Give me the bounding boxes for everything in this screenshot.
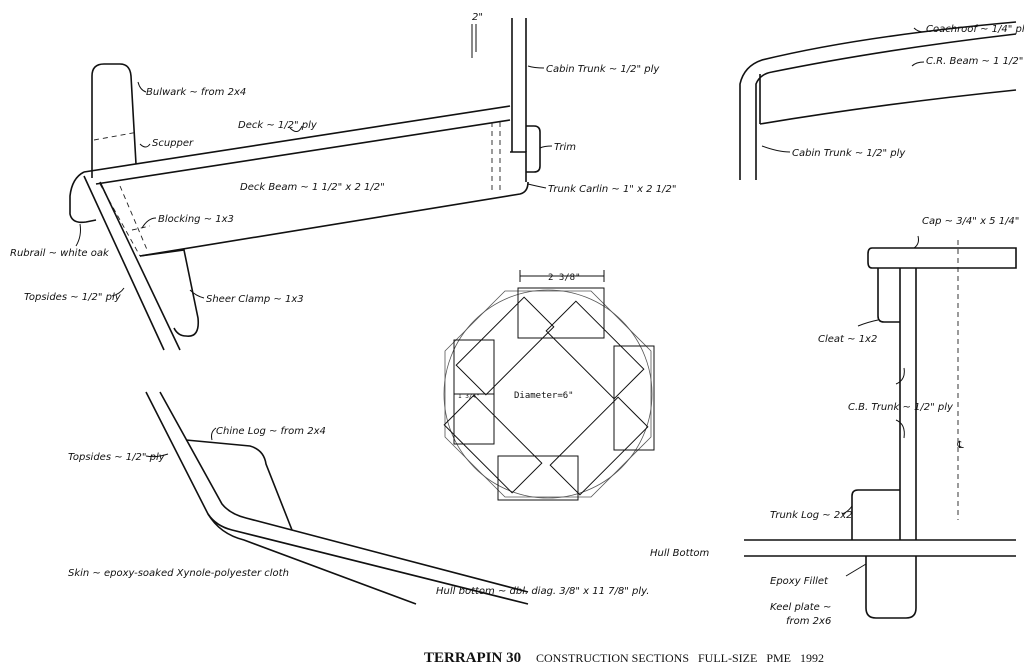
- mast-stave-dim: 1 3/4": [458, 393, 480, 400]
- mast-diameter-circle: [443, 289, 653, 499]
- topsides-label-top: Topsides ~ 1/2" ply: [24, 292, 122, 303]
- deck-beam-label: Deck Beam ~ 1 1/2" x 2 1/2": [240, 182, 385, 193]
- deck-beam-outline: [139, 181, 529, 257]
- coachroof-label: Coachroof ~ 1/4" ply: [926, 24, 1024, 35]
- cabin-trunk-label: Cabin Trunk ~ 1/2" ply: [546, 64, 660, 75]
- cb-trunk-label: C.B. Trunk ~ 1/2" ply: [848, 402, 954, 413]
- stave: [443, 394, 543, 494]
- keel-plate-label-2: from 2x6: [786, 616, 831, 627]
- bulwark-label: Bulwark ~ from 2x4: [146, 87, 246, 98]
- sheer-clamp-outline: [139, 249, 200, 337]
- tick-label: 2": [472, 12, 483, 23]
- rubrail-label: Rubrail ~ white oak: [10, 248, 110, 259]
- stave: [517, 287, 605, 339]
- trunk-carlin-label: Trunk Carlin ~ 1" x 2 1/2": [548, 184, 676, 195]
- trunk-log-outline: [851, 489, 900, 540]
- sheer-clamp-label: Sheer Clamp ~ 1x3: [206, 294, 304, 305]
- skin-label: Skin ~ epoxy-soaked Xynole-polyester clo…: [68, 568, 289, 579]
- cleat-outline: [877, 268, 900, 323]
- drawing-subtitle: CONSTRUCTION SECTIONS FULL-SIZE PME 1992: [536, 651, 824, 665]
- mast-octagon: [444, 290, 652, 498]
- cr-beam-label: C.R. Beam ~ 1 1/2": [926, 56, 1023, 67]
- stave: [545, 300, 645, 400]
- chine-log-outline: [185, 439, 293, 531]
- stave: [455, 296, 555, 396]
- keel-plate-label-1: Keel plate ~: [770, 602, 831, 613]
- leaders-top-left: [75, 65, 553, 299]
- mast-width-dim: 2 3/8": [548, 273, 581, 283]
- stave: [453, 339, 495, 445]
- rubrail-outline: [69, 171, 97, 224]
- cap-outline: [867, 247, 1017, 269]
- hull-bottom-outline: [207, 513, 417, 605]
- chine-section: [145, 391, 529, 605]
- stave: [497, 455, 579, 501]
- scupper-dash: [93, 131, 139, 141]
- trim-outline: [526, 125, 541, 173]
- trim-label: Trim: [554, 142, 576, 153]
- blocking-dash: [119, 185, 149, 253]
- drawing-title: TERRAPIN 30: [424, 650, 521, 666]
- hull-bottom-label: Hull Bottom: [650, 548, 710, 559]
- cabin-trunk-right-label: Cabin Trunk ~ 1/2" ply: [792, 148, 906, 159]
- epoxy-fillet-label: Epoxy Fillet: [770, 576, 829, 587]
- deck-outline: [83, 105, 511, 173]
- mast-section: [443, 270, 655, 501]
- keel-plate-outline: [865, 556, 917, 619]
- cap-label: Cap ~ 3/4" x 5 1/4": [922, 216, 1019, 227]
- hull-bottom-note: Hull bottom ~ dbl. diag. 3/8" x 11 7/8" …: [436, 586, 649, 597]
- chine-log-label: Chine Log ~ from 2x4: [216, 426, 326, 437]
- cr-beam-outline: [759, 89, 1017, 125]
- centerline-mark: ℄: [956, 440, 965, 451]
- stave: [613, 345, 655, 451]
- topsides-label-bottom: Topsides ~ 1/2" ply: [68, 452, 166, 463]
- trunk-carlin-outline: [510, 151, 527, 182]
- mast-diameter: Diameter=6": [514, 391, 574, 401]
- cb-trunk-section: [744, 235, 1017, 619]
- stave: [549, 396, 649, 496]
- deck-label: Deck ~ 1/2" ply: [238, 120, 318, 131]
- coachroof-section: [739, 21, 1017, 180]
- coachroof-outline: [739, 21, 1017, 180]
- topsides-outline: [83, 175, 165, 351]
- cleat-label: Cleat ~ 1x2: [818, 334, 877, 345]
- scupper-label: Scupper: [152, 138, 194, 149]
- bulwark-outline: [91, 63, 137, 178]
- trunk-log-label: Trunk Log ~ 2x2: [770, 510, 853, 521]
- blocking-label: Blocking ~ 1x3: [158, 214, 234, 225]
- deck-sheer-section: [69, 18, 541, 351]
